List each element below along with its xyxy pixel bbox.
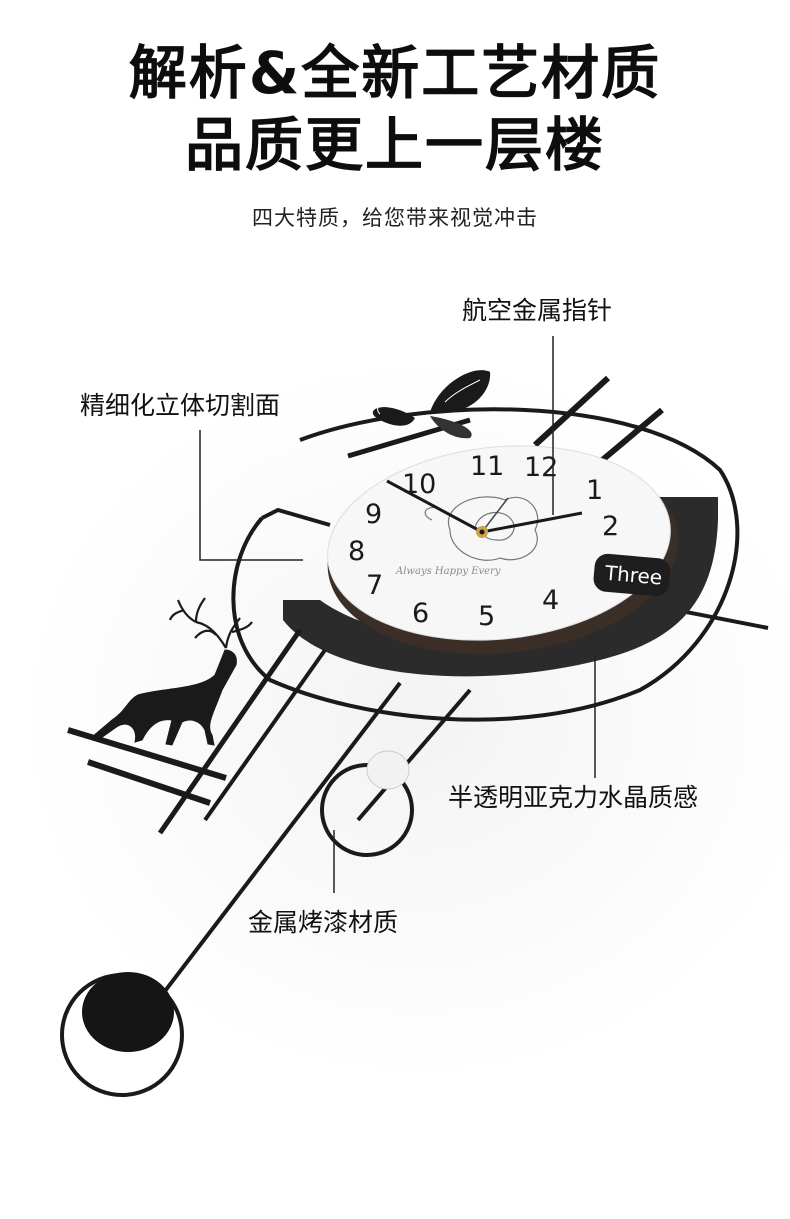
pendulum-rod-right	[356, 688, 472, 822]
pendulum-long-rod	[118, 681, 402, 1052]
callout-metal-pointer: 航空金属指针	[462, 296, 613, 325]
hand-hub-center	[479, 529, 485, 535]
callout-acrylic: 半透明亚克力水晶质感	[448, 783, 699, 812]
hour-hand	[386, 479, 483, 534]
metal-bar-top-right	[598, 407, 664, 465]
numeral: 8	[348, 536, 365, 567]
leader-line-cut	[199, 430, 303, 561]
numeral: 1	[586, 475, 603, 506]
white-disc	[366, 750, 410, 790]
pendulum-weight	[82, 972, 174, 1052]
subtitle: 四大特质，给您带来视觉冲击	[252, 206, 538, 230]
second-hand	[481, 497, 509, 533]
outer-metal-ring	[231, 407, 740, 722]
numeral: 2	[602, 511, 619, 542]
numeral: 11	[470, 451, 504, 482]
numeral: 9	[365, 499, 382, 530]
headline-line-2: 品质更上一层楼	[184, 111, 605, 179]
callout-metal-paint: 金属烤漆材质	[248, 908, 399, 937]
clock-numerals: 11 12 1 2 10 9 8 7 6 5 4	[348, 451, 619, 632]
metal-bar-top-left	[532, 375, 611, 448]
lower-bar	[87, 759, 211, 806]
numeral: 4	[542, 585, 559, 616]
numeral: 5	[478, 601, 495, 632]
numeral: 10	[402, 469, 436, 500]
small-pendulum-ring	[320, 763, 414, 857]
numeral: 6	[412, 598, 429, 629]
butterfly-icon	[372, 370, 491, 439]
deer-icon	[91, 597, 253, 746]
headline-line-1: 解析&全新工艺材质	[128, 39, 662, 107]
pendulum-rod-left-2	[203, 648, 327, 822]
script-text: Always Happy Every	[395, 566, 501, 577]
callout-cut-surface: 精细化立体切割面	[80, 391, 281, 420]
pendulum-rod-left-short	[157, 628, 303, 835]
numeral: 7	[366, 570, 383, 601]
minute-hand	[481, 511, 583, 534]
ring-bracket	[261, 507, 331, 527]
three-tag: Three	[593, 553, 671, 597]
three-tag-label: Three	[603, 561, 663, 590]
